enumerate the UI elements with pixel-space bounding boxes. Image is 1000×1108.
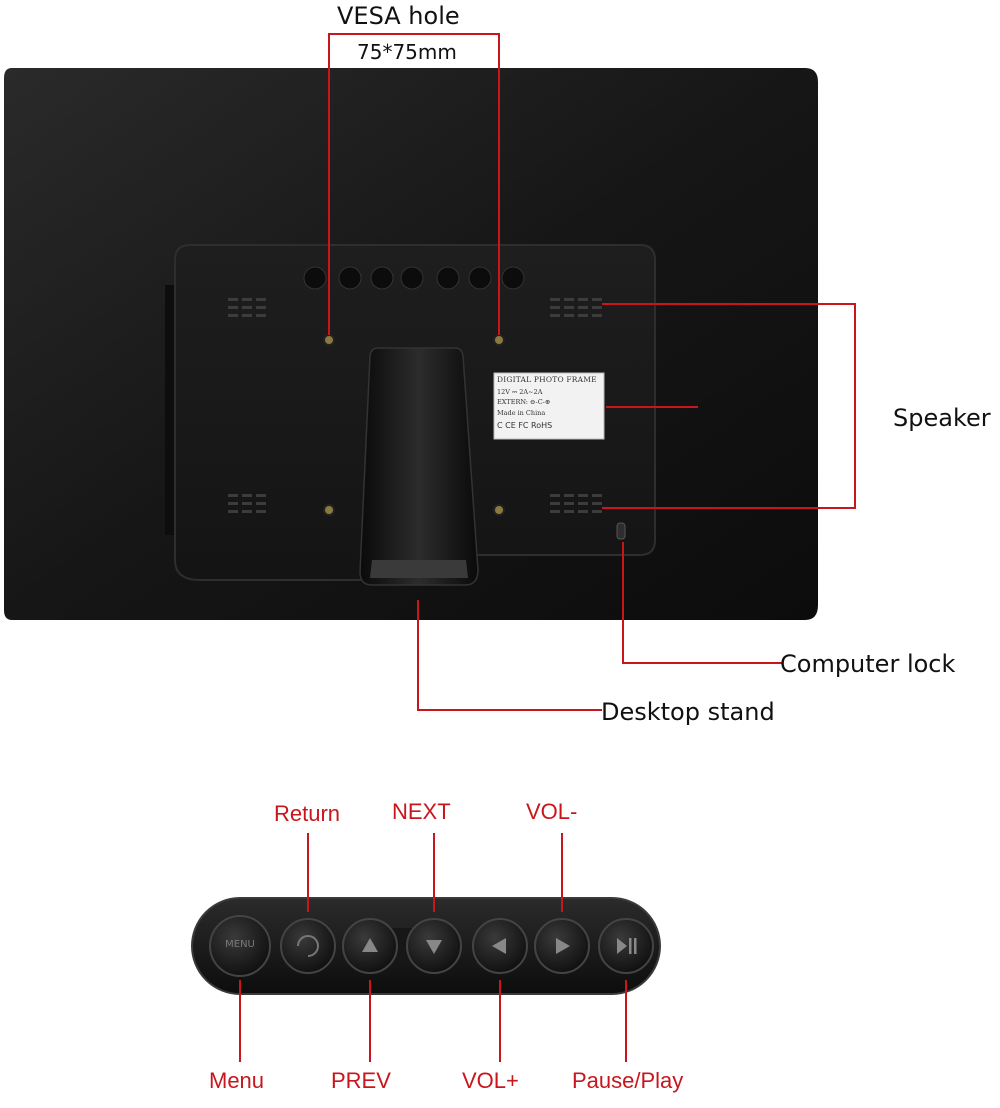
speaker-grille-top-left	[228, 298, 266, 317]
button-vol-minus	[534, 918, 590, 974]
vesa-holes	[323, 334, 505, 516]
sticker-extern: EXTERN: ⊖-C-⊕	[497, 398, 551, 407]
menu-engraving: MENU	[225, 939, 255, 950]
speaker-grille-bottom-right	[550, 494, 602, 513]
callout-lines-buttons	[239, 833, 627, 1062]
vesa-hole-icon	[323, 334, 335, 346]
button-pause-play	[598, 918, 654, 974]
vol-plus-label: VOL+	[462, 1068, 519, 1093]
rear-button	[303, 266, 327, 290]
button-vol-plus	[472, 918, 528, 974]
left-triangle-icon	[492, 938, 506, 954]
vesa-hole-icon	[493, 334, 505, 346]
down-triangle-icon	[426, 940, 442, 954]
callout-lines-top	[328, 33, 856, 711]
desktop-stand	[359, 347, 479, 586]
menu-label: Menu	[209, 1068, 265, 1093]
rear-buttons	[303, 266, 525, 290]
rear-button	[501, 266, 525, 290]
pause-play-label: Pause/Play	[572, 1068, 684, 1093]
sticker-title: DIGITAL PHOTO FRAME	[497, 375, 597, 384]
right-triangle-icon	[556, 938, 570, 954]
sticker	[493, 372, 605, 440]
speaker-grille-bottom-left	[228, 494, 266, 513]
sticker-origin: Made in China	[497, 408, 546, 417]
rear-button	[338, 266, 362, 290]
vol-minus-label: VOL-	[526, 799, 578, 824]
vesa-hole-icon	[493, 504, 505, 516]
vesa-size-label: 75*75mm	[357, 40, 457, 64]
speaker-grille-top-right	[550, 298, 602, 317]
prev-label: PREV	[331, 1068, 391, 1093]
rear-button	[436, 266, 460, 290]
sticker-marks: C CE FC RoHS	[497, 421, 553, 431]
computer-lock-slot	[616, 522, 626, 540]
play-icon	[617, 938, 627, 954]
return-label: Return	[274, 801, 341, 826]
pause-icon	[629, 938, 632, 954]
vesa-hole-icon	[323, 504, 335, 516]
rear-button	[370, 266, 394, 290]
sticker-power: 12V ⎓ 2A~2A	[497, 387, 543, 396]
vesa-hole-label: VESA hole	[337, 2, 460, 30]
button-prev	[342, 918, 398, 974]
desktop-stand-label: Desktop stand	[601, 698, 775, 726]
next-label: NEXT	[392, 799, 451, 824]
up-triangle-icon	[362, 938, 378, 952]
button-menu	[209, 915, 271, 977]
button-return	[280, 918, 336, 974]
rear-button	[400, 266, 424, 290]
button-next	[406, 918, 462, 974]
rear-button	[468, 266, 492, 290]
sticker-text: DIGITAL PHOTO FRAME 12V ⎓ 2A~2A EXTERN: …	[497, 375, 601, 431]
speaker-label: Speaker	[893, 404, 991, 432]
return-icon	[297, 935, 319, 957]
sticker-label: Sticker	[698, 394, 781, 422]
computer-lock-label: Computer lock	[780, 650, 956, 678]
